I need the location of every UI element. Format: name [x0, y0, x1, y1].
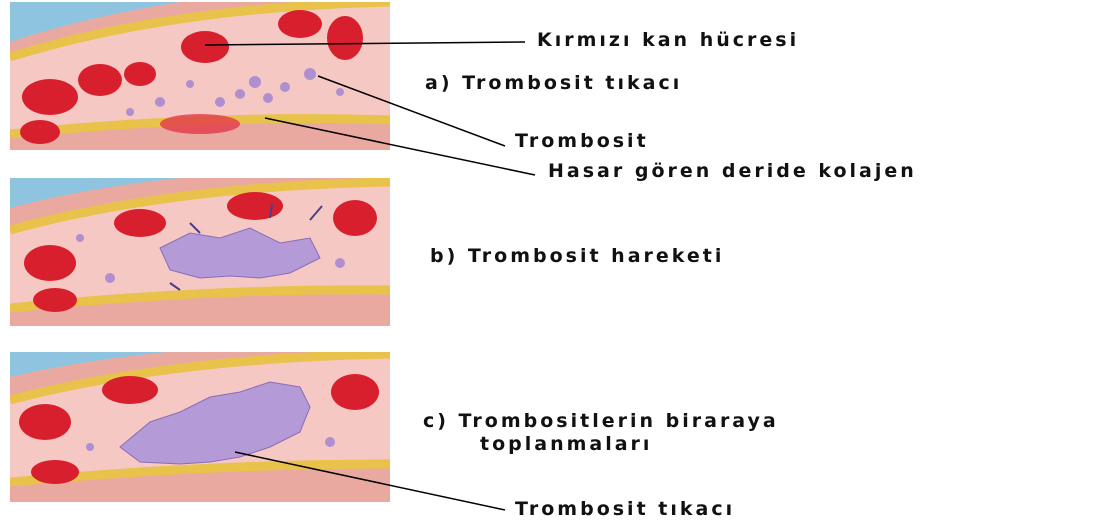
label-step-c-line1: c) Trombositlerin biraraya: [423, 410, 779, 432]
label-red-blood-cell: Kırmızı kan hücresi: [537, 29, 799, 51]
label-step-c-line2: toplanmaları: [480, 433, 652, 455]
label-step-b: b) Trombosit hareketi: [430, 245, 724, 267]
label-collagen: Hasar gören deride kolajen: [548, 160, 917, 182]
label-plug: Trombosit tıkacı: [515, 498, 735, 520]
label-platelet: Trombosit: [515, 130, 649, 152]
label-step-a: a) Trombosit tıkacı: [425, 72, 682, 94]
